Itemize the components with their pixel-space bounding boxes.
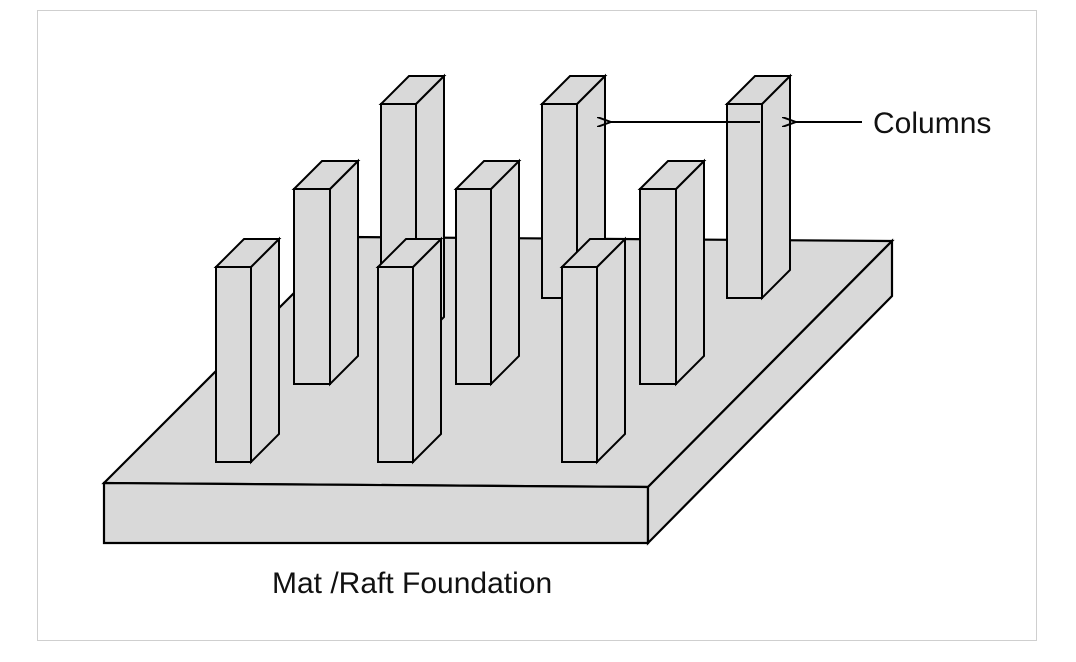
columns (213, 73, 793, 465)
raft-slab-side (646, 238, 894, 546)
column (453, 158, 522, 387)
foundation-label: Mat /Raft Foundation (272, 567, 552, 600)
column (291, 158, 361, 387)
column (213, 236, 282, 465)
raft-slab-front (102, 481, 650, 545)
column (724, 73, 793, 301)
column (637, 158, 707, 387)
column (375, 236, 444, 465)
column (559, 236, 628, 465)
columns-label: Columns (873, 107, 991, 140)
